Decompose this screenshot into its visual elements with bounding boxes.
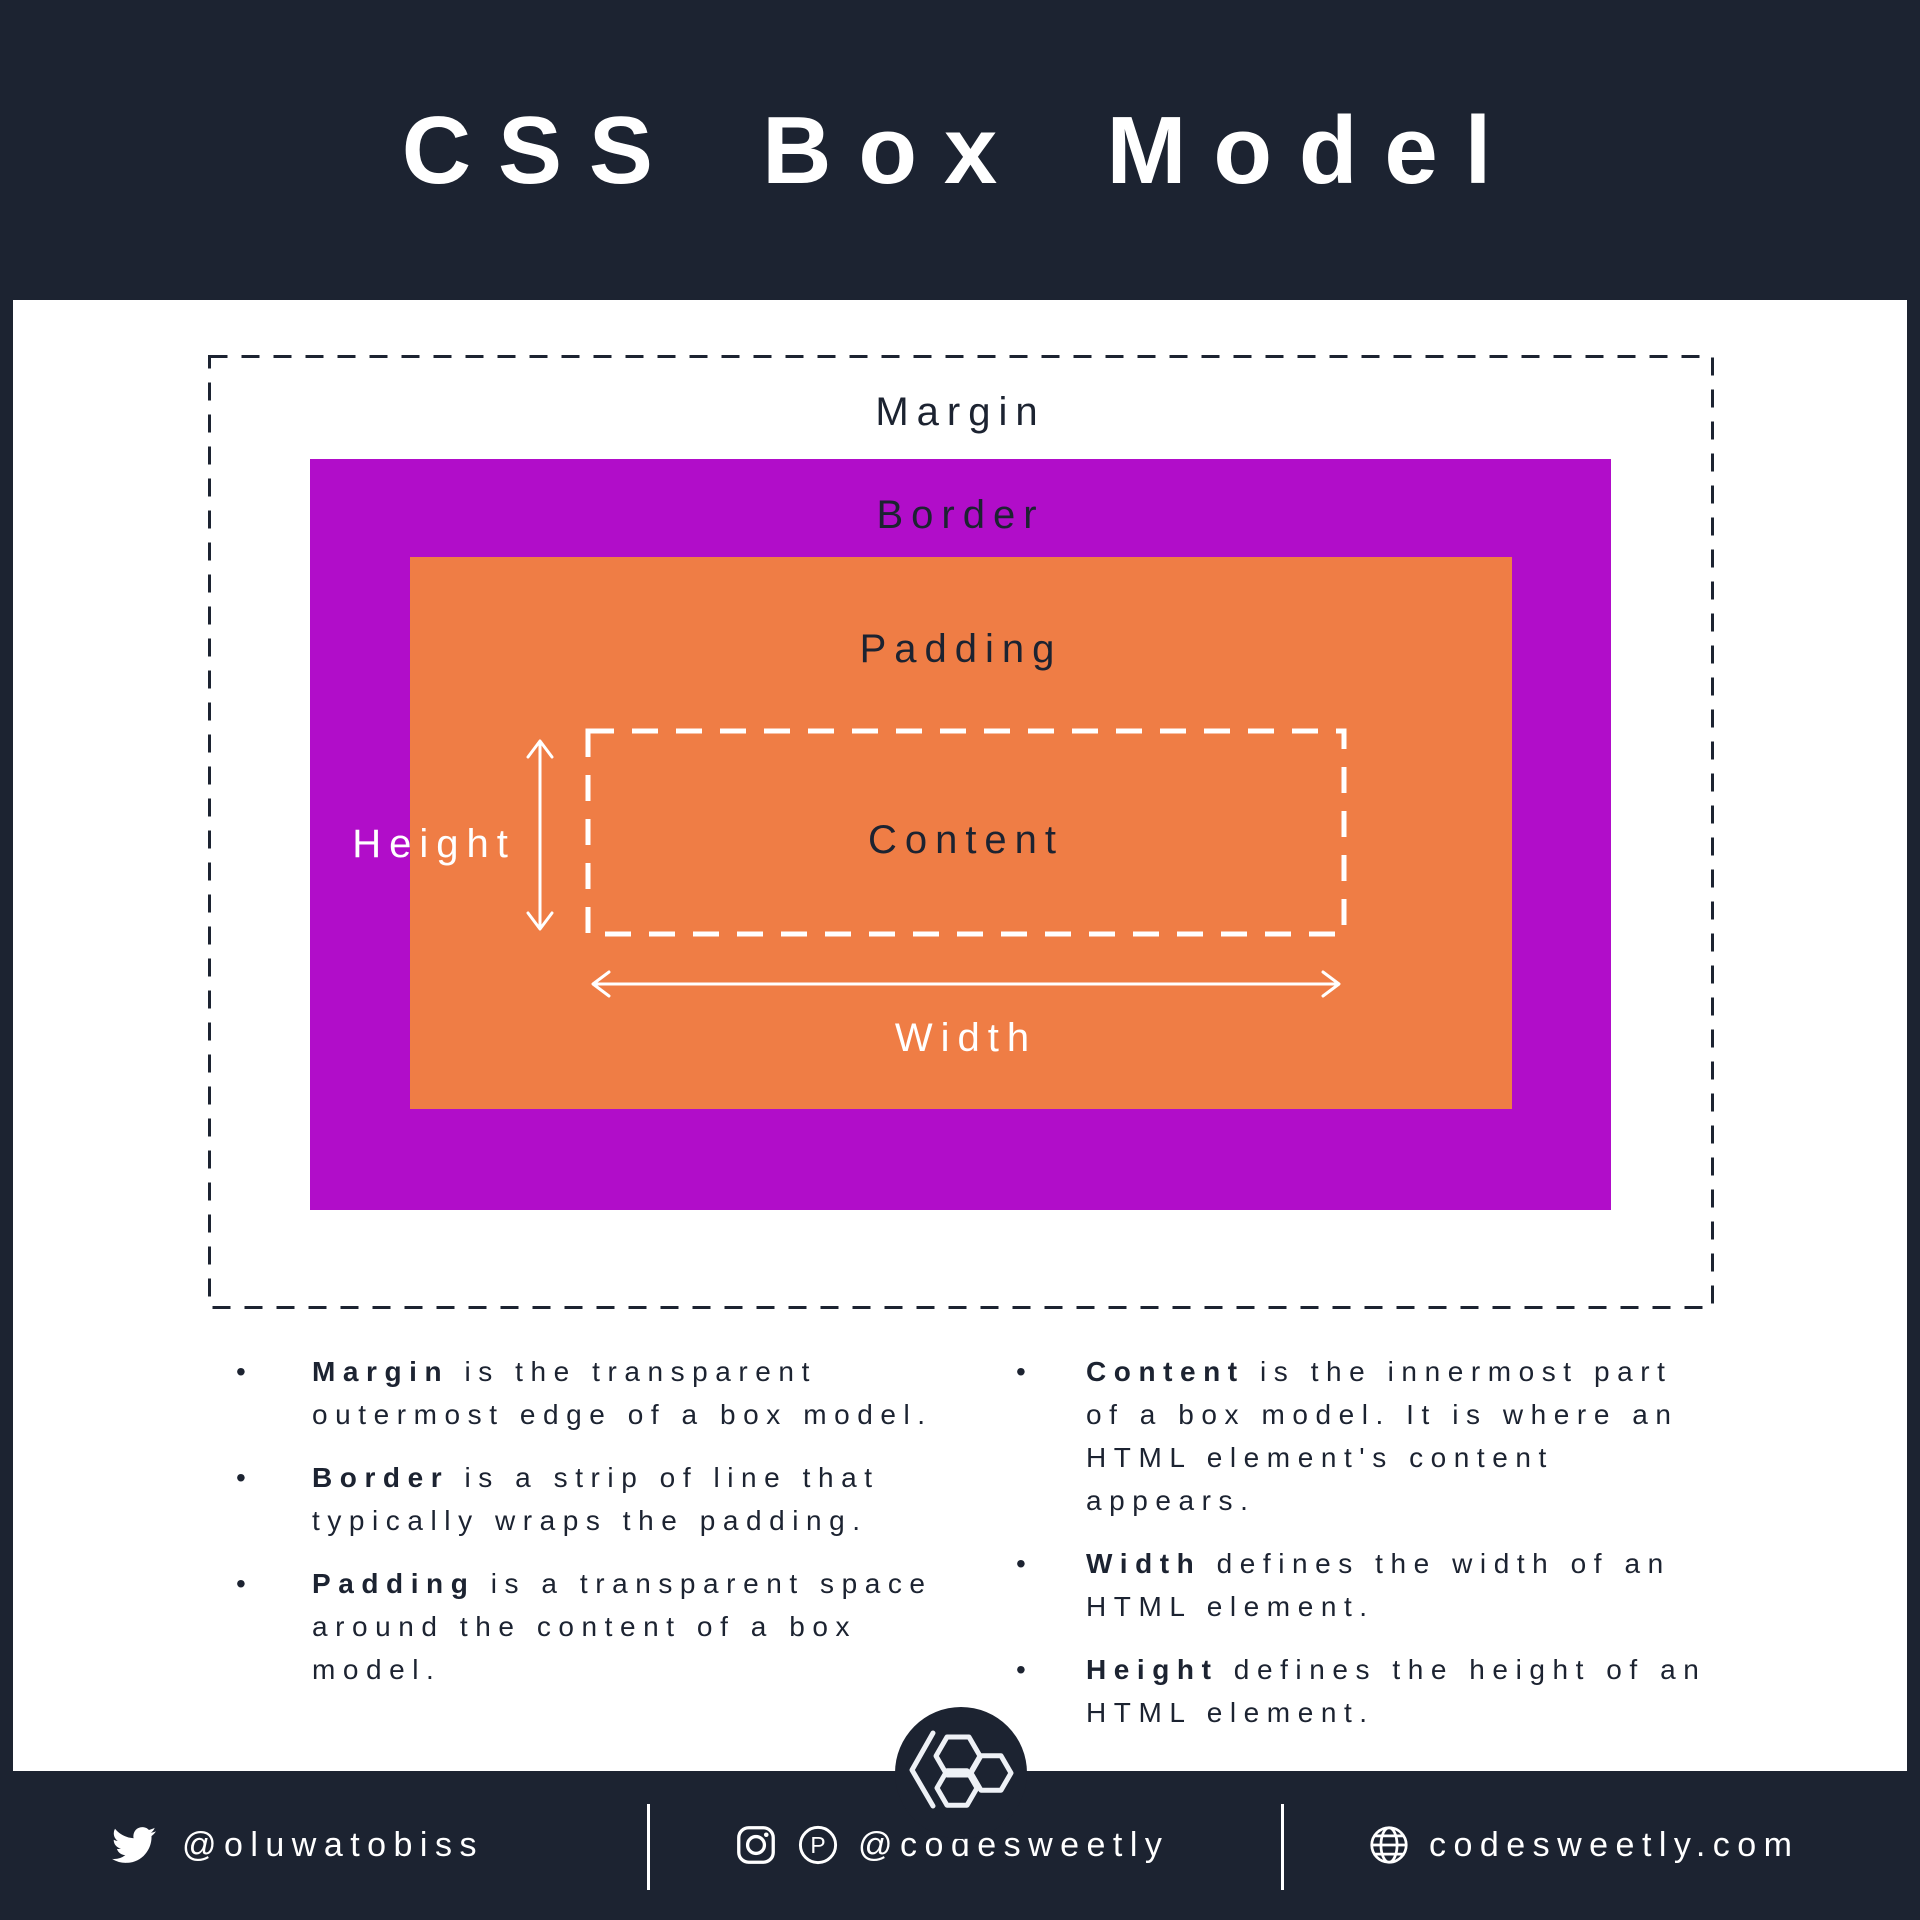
margin-label: Margin (875, 390, 1046, 434)
list-item: • Content is the innermost part of a box… (1008, 1350, 1708, 1522)
footer-divider (647, 1804, 650, 1890)
term-margin: Margin (312, 1356, 450, 1387)
definition-body: defines the height of an HTML element. (1086, 1654, 1707, 1728)
twitter-bird-icon (112, 1823, 156, 1867)
pinterest-icon: P (796, 1823, 840, 1867)
footer-divider (1281, 1804, 1284, 1890)
padding-label: Padding (859, 627, 1063, 671)
bullet-dot: • (1016, 1356, 1026, 1387)
page-title: CSS Box Model (401, 97, 1519, 204)
definition-body: defines the width of an HTML element. (1086, 1548, 1671, 1622)
definition-body: is a transparent space around the conten… (312, 1568, 933, 1685)
social-handles-link[interactable]: P @codesweetly (734, 1822, 1169, 1868)
definition-text: Width defines the width of an HTML eleme… (1086, 1542, 1708, 1628)
definition-text: Content is the innermost part of a box m… (1086, 1350, 1708, 1522)
definition-text: Height defines the height of an HTML ele… (1086, 1648, 1708, 1734)
definitions-left-column: • Margin is the transparent outermost ed… (228, 1350, 940, 1711)
instagram-icon (734, 1823, 778, 1867)
logo-hexagons-icon (933, 1734, 1014, 1808)
bullet-dot: • (236, 1568, 246, 1599)
list-item: • Padding is a transparent space around … (228, 1562, 940, 1691)
content-label: Content (867, 818, 1065, 862)
bullet-dot: • (236, 1462, 246, 1493)
globe-icon (1367, 1823, 1411, 1867)
list-item: • Border is a strip of line that typical… (228, 1456, 940, 1542)
codesweetly-hexagon-logo (895, 1707, 1027, 1839)
bullet-dot: • (1016, 1654, 1026, 1685)
website-url: codesweetly.com (1429, 1826, 1800, 1864)
social-handle: @codesweetly (858, 1826, 1170, 1864)
term-height: Height (1086, 1654, 1219, 1685)
border-label: Border (876, 493, 1045, 537)
definition-body: is the innermost part of a box model. It… (1086, 1356, 1679, 1516)
width-label: Width (894, 1016, 1038, 1060)
term-content: Content (1086, 1356, 1245, 1387)
twitter-handle: @oluwatobiss (182, 1826, 484, 1864)
twitter-link[interactable]: @oluwatobiss (112, 1822, 484, 1868)
logo-chevron-icon (909, 1730, 936, 1809)
definition-text: Margin is the transparent outermost edge… (312, 1350, 936, 1436)
list-item: • Height defines the height of an HTML e… (1008, 1648, 1708, 1734)
website-link[interactable]: codesweetly.com (1367, 1822, 1799, 1868)
list-item: • Margin is the transparent outermost ed… (228, 1350, 940, 1436)
term-width: Width (1086, 1548, 1202, 1579)
term-border: Border (312, 1462, 450, 1493)
bullet-dot: • (1016, 1548, 1026, 1579)
bullet-dot: • (236, 1356, 246, 1387)
definition-text: Padding is a transparent space around th… (312, 1562, 936, 1691)
definitions-right-column: • Content is the innermost part of a box… (1008, 1350, 1708, 1754)
svg-text:P: P (810, 1832, 825, 1858)
definition-body: is the transparent outermost edge of a b… (312, 1356, 933, 1430)
definition-body: is a strip of line that typically wraps … (312, 1462, 880, 1536)
term-padding: Padding (312, 1568, 476, 1599)
list-item: • Width defines the width of an HTML ele… (1008, 1542, 1708, 1628)
height-label: Height (352, 822, 516, 866)
definition-text: Border is a strip of line that typically… (312, 1456, 936, 1542)
